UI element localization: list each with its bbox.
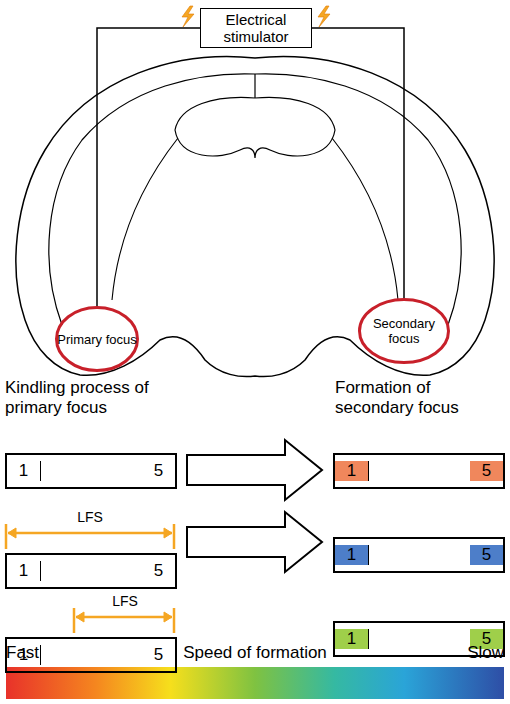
focus-ellipse: Primary focus [55,306,139,372]
session-cell: 1 [335,629,369,649]
session-number: 5 [154,561,163,581]
session-cell: 5 [470,461,503,481]
electrode-wire [97,28,200,306]
lightning-bolt [318,6,330,27]
ventricle-outline [175,97,335,158]
stimulation-label: LFS [60,509,120,525]
inner-structure-line [112,138,178,300]
session-cell: 5 [142,461,175,481]
session-number: 5 [154,461,163,481]
session-cell: 5 [470,545,503,565]
device-name: Electrical stimulator [205,11,307,45]
session-cell: 5 [142,561,175,581]
session-number: 1 [347,629,356,649]
lfs-bracket [74,608,174,633]
stimulation-label: LFS [95,593,155,609]
transition-arrow [187,440,322,500]
scale-title: Speed of formation [155,643,355,663]
section-heading: Kindling process of primary focus [5,378,195,418]
session-number: 5 [154,645,163,665]
transition-arrow [187,512,322,572]
ellipse-shape [57,308,138,371]
session-cell: 1 [7,461,41,481]
session-cell: 1 [7,561,41,581]
stimulator-box: Electrical stimulator [200,8,312,48]
lfs-bracket [6,524,174,549]
session-number: 1 [19,561,28,581]
session-number: 1 [347,461,356,481]
focus-ellipse: Secondary focus [358,298,450,364]
brain-outline [16,57,494,377]
session-row: 15 [333,537,505,573]
session-number: 5 [482,461,491,481]
session-row: 15 [5,453,177,489]
midline [254,74,255,98]
session-row: 15 [5,553,177,589]
session-cell: 1 [335,545,369,565]
session-number: 1 [347,545,356,565]
session-number: 5 [482,545,491,565]
focus-name: Primary focus [57,332,136,347]
inner-structure-line [332,138,398,300]
scale-end-label: Fast [6,643,66,663]
cortex-line [49,74,461,325]
electrode-wire [312,28,404,298]
session-cell: 1 [335,461,369,481]
focus-name: Secondary focus [358,316,450,346]
session-number: 1 [19,461,28,481]
section-heading: Formation of secondary focus [335,378,507,418]
lightning-bolt [182,6,194,27]
scale-end-label: Slow [430,643,504,663]
session-cell: 5 [142,645,175,665]
session-row: 15 [333,453,505,489]
